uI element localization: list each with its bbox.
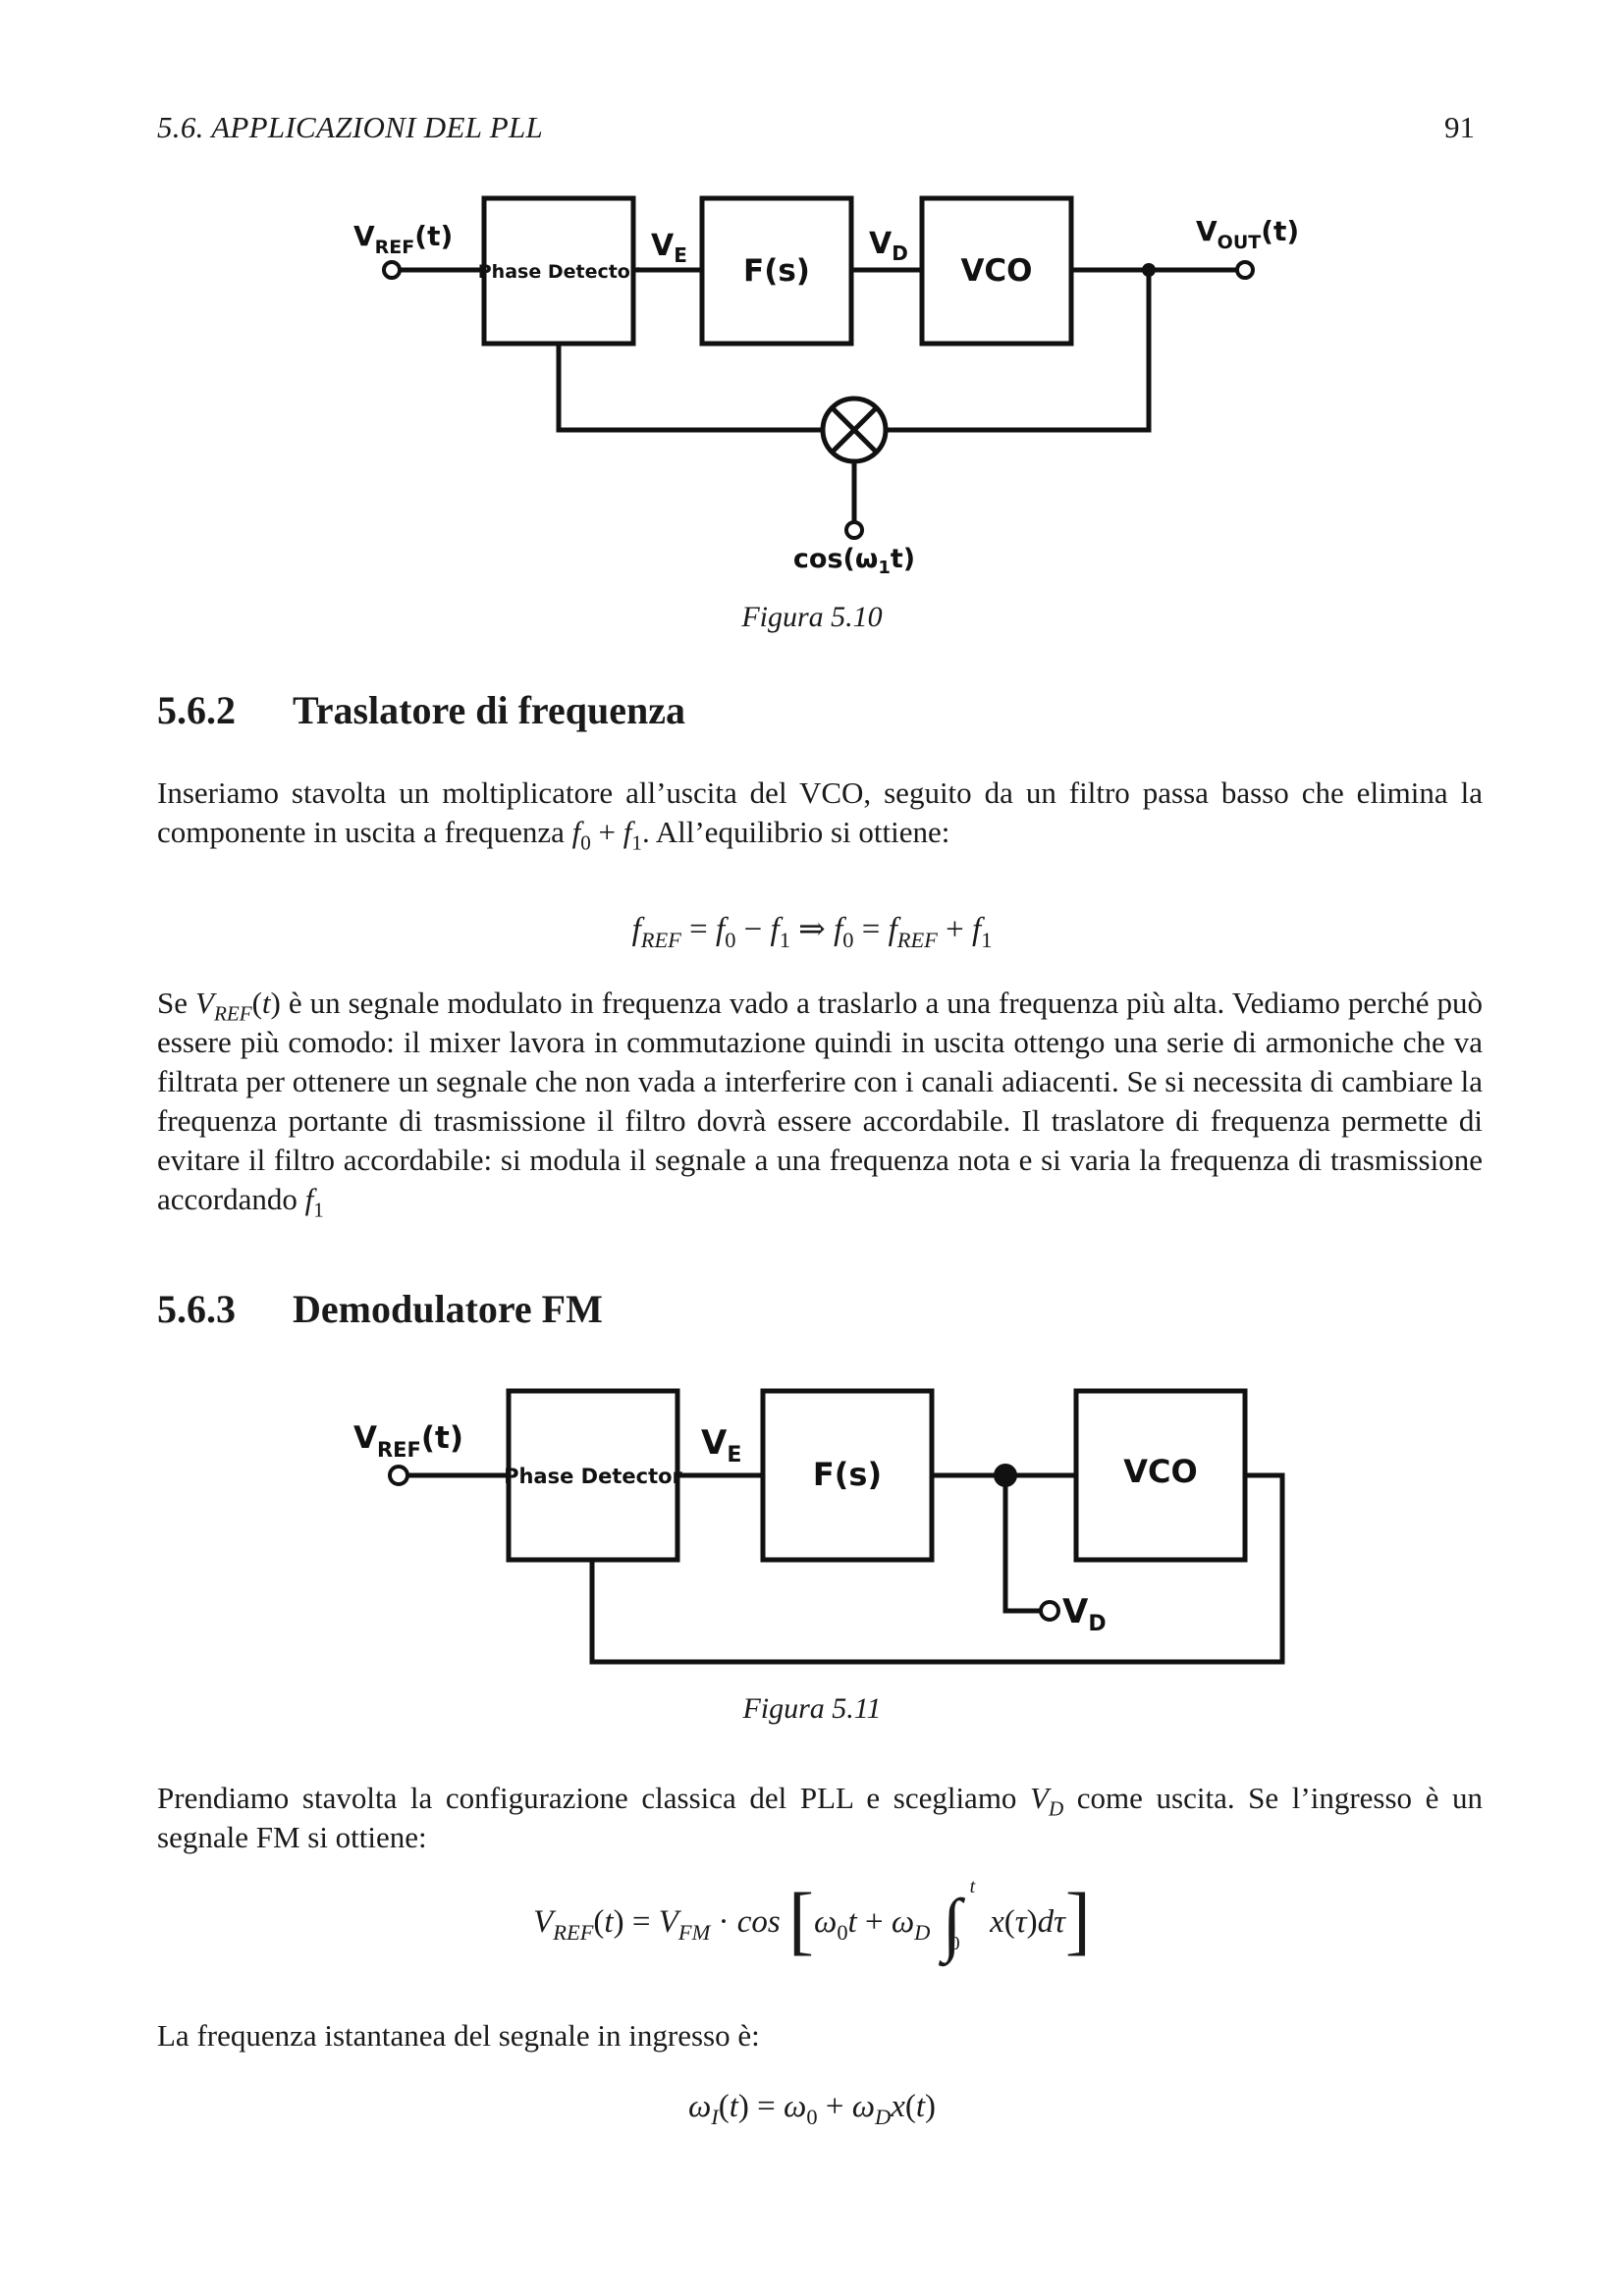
figure-5-10-caption: Figura 5.10 — [741, 601, 883, 633]
equation-fref: fREF = f0 − f1 ⇒ f0 = fREF + f1 — [631, 912, 993, 952]
figure-5-10-diagram: VREF(t) Phase Detector VE F(s) VD VCO VO… — [353, 195, 1299, 578]
filter-label: F(s) — [813, 1456, 882, 1493]
output-terminal — [1235, 260, 1255, 280]
section-title: Traslatore di frequenza — [293, 688, 685, 732]
section-number: 5.6.3 — [157, 1287, 236, 1331]
vd-terminal — [1039, 1600, 1060, 1622]
junction-dot — [1142, 263, 1156, 277]
paragraph-traslatore-1: Inseriamo stavolta un moltiplicatore all… — [157, 775, 1483, 855]
section-number: 5.6.2 — [157, 688, 236, 732]
equation-omega-i: ωI(t) = ω0 + ωDx(t) — [687, 2089, 937, 2129]
section-5-6-2-heading: 5.6.2 Traslatore di frequenza — [157, 687, 685, 733]
mixer-input-label: cos(ω1t) — [793, 544, 915, 578]
mixer-input-terminal — [844, 520, 864, 540]
phase-detector-label: Phase Detector — [504, 1465, 682, 1488]
junction-dot — [994, 1464, 1017, 1487]
section-5-6-3-heading: 5.6.3 Demodulatore FM — [157, 1286, 603, 1332]
paragraph-demodulatore-2: La frequenza istantanea del segnale in i… — [157, 2018, 760, 2053]
figure-5-11-diagram: VREF(t) Phase Detector VE F(s) VCO VD — [353, 1388, 1285, 1665]
input-label: VREF(t) — [353, 1420, 463, 1462]
output-label: VOUT(t) — [1196, 215, 1299, 253]
input-label: VREF(t) — [353, 220, 453, 258]
ve-label: VE — [651, 229, 687, 267]
wire-vd-tap — [1002, 1475, 1042, 1614]
ve-label: VE — [701, 1423, 741, 1468]
wire-pd-to-mixer — [556, 344, 823, 433]
phase-detector-label: Phase Detector — [478, 261, 640, 283]
input-terminal — [382, 260, 402, 280]
section-title: Demodulatore FM — [293, 1287, 603, 1331]
filter-label: F(s) — [743, 253, 810, 289]
vd-label: VD — [1062, 1592, 1107, 1636]
vco-label: VCO — [960, 253, 1032, 289]
input-terminal — [388, 1465, 409, 1486]
running-head: 5.6. APPLICAZIONI DEL PLL — [157, 110, 544, 144]
vco-label: VCO — [1123, 1453, 1197, 1490]
figure-5-11-caption: Figura 5.11 — [742, 1692, 882, 1725]
vd-label: VD — [869, 227, 908, 265]
paragraph-traslatore-2: Se VREF(t) è un segnale modulato in freq… — [157, 986, 1483, 1222]
paragraph-demodulatore-1: Prendiamo stavolta la configurazione cla… — [157, 1781, 1483, 1854]
wire-feedback-to-mixer — [887, 270, 1152, 433]
wire-feedback — [589, 1472, 1285, 1665]
page-number: 91 — [1444, 110, 1475, 144]
